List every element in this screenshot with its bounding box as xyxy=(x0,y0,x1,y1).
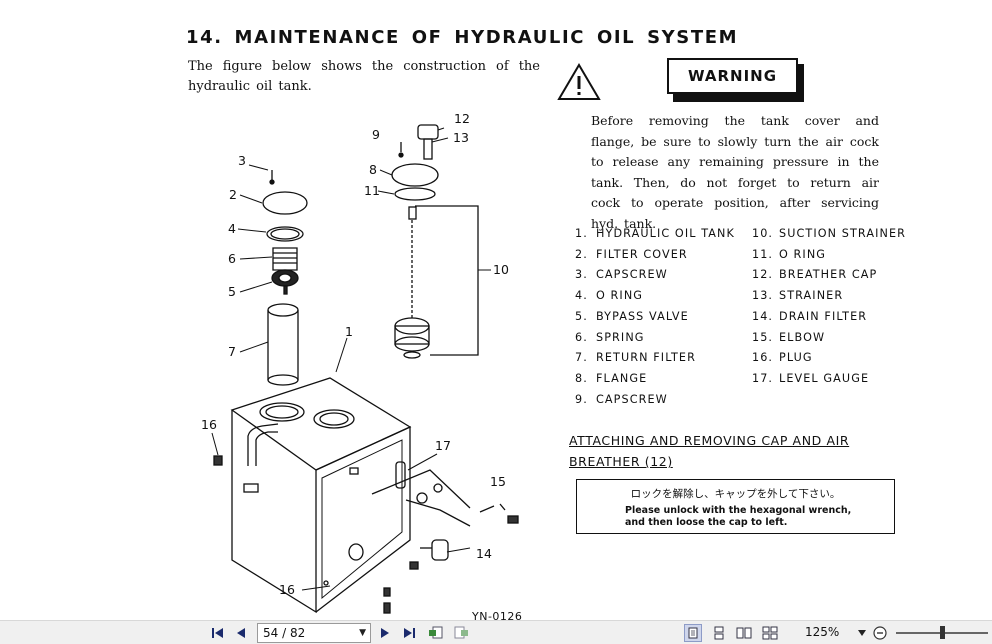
list-item: 1.HYDRAULIC OIL TANK xyxy=(575,227,735,240)
list-item: 4.O RING xyxy=(575,289,644,303)
callout-label: 9 xyxy=(372,127,380,142)
warning-label: WARNING xyxy=(667,58,804,102)
list-item: 3.CAPSCREW xyxy=(575,268,668,282)
callout-label: 12 xyxy=(454,111,470,126)
intro-paragraph: The figure below shows the construction … xyxy=(188,59,540,94)
list-item: 9.CAPSCREW xyxy=(575,392,668,406)
callout-label: 11 xyxy=(364,183,380,198)
callout-label: 4 xyxy=(228,221,236,236)
list-item: 5.BYPASS VALVE xyxy=(575,309,689,323)
zoom-dropdown-chevron-icon[interactable] xyxy=(855,624,869,642)
warning-triangle-icon xyxy=(557,63,601,100)
list-item: 10.SUCTION STRAINER xyxy=(752,227,906,240)
callout-label: 7 xyxy=(228,344,236,359)
callout-label: 13 xyxy=(453,130,469,145)
continuous-facing-view-icon[interactable] xyxy=(761,624,779,642)
continuous-view-icon[interactable] xyxy=(710,624,728,642)
page-heading: 14. MAINTENANCE OF HYDRAULIC OIL SYSTEM xyxy=(186,27,739,48)
callout-label: 3 xyxy=(238,153,246,168)
list-item: 2.FILTER COVER xyxy=(575,247,688,261)
zoom-level[interactable]: 125% xyxy=(805,625,840,639)
go-forward-icon[interactable] xyxy=(452,624,470,642)
first-page-icon[interactable] xyxy=(209,624,227,642)
go-back-icon[interactable] xyxy=(427,624,445,642)
callout-label: 5 xyxy=(228,284,236,299)
list-item: 7.RETURN FILTER xyxy=(575,351,696,365)
zoom-slider-thumb[interactable] xyxy=(940,626,945,639)
callout-label: 10 xyxy=(493,262,509,277)
previous-page-icon[interactable] xyxy=(232,624,250,642)
callout-label: 1 xyxy=(345,324,353,339)
instruction-label-japanese: ロックを解除し、キャップを外して下さい。 xyxy=(630,488,841,500)
callout-label: 15 xyxy=(490,474,506,489)
list-item: 17.LEVEL GAUGE xyxy=(752,371,870,385)
list-item: 14.DRAIN FILTER xyxy=(752,309,868,323)
instruction-label: ロックを解除し、キャップを外して下さい。 Please unlock with … xyxy=(576,479,895,534)
callout-label: 17 xyxy=(435,438,451,453)
callout-label: 2 xyxy=(229,187,237,202)
callout-label: 16 xyxy=(201,417,217,432)
last-page-icon[interactable] xyxy=(400,624,418,642)
hydraulic-tank-diagram: 1 2 3 4 5 6 7 8 9 10 11 12 13 14 15 16 1… xyxy=(201,111,519,614)
zoom-out-icon[interactable] xyxy=(871,624,889,642)
page-indicator: 54 / 82 xyxy=(263,626,306,640)
document-page: 14. MAINTENANCE OF HYDRAULIC OIL SYSTEM … xyxy=(186,27,906,623)
facing-view-icon[interactable] xyxy=(735,624,753,642)
chevron-down-icon: ▼ xyxy=(359,628,366,638)
list-item: 12.BREATHER CAP xyxy=(752,268,878,282)
warning-label-text: WARNING xyxy=(667,58,798,94)
list-item: 8.FLANGE xyxy=(575,371,648,385)
section-title: ATTACHING AND REMOVING CAP AND AIR BREAT… xyxy=(569,430,849,472)
next-page-icon[interactable] xyxy=(376,624,394,642)
list-item: 16.PLUG xyxy=(752,351,813,365)
page-number-select[interactable]: 54 / 82 ▼ xyxy=(257,623,371,643)
callout-label: 16 xyxy=(279,582,295,597)
list-item: 13.STRAINER xyxy=(752,289,844,303)
single-page-view-icon[interactable] xyxy=(684,624,702,642)
warning-text: Before removing the tank cover and flang… xyxy=(591,113,879,231)
callout-label: 8 xyxy=(369,162,377,177)
section-title-line: BREATHER (12) xyxy=(569,454,673,469)
callout-label: 6 xyxy=(228,251,236,266)
instruction-label-english: Please unlock with the hexagonal wrench,… xyxy=(625,505,852,528)
list-item: 6.SPRING xyxy=(575,330,645,344)
section-title-line: ATTACHING AND REMOVING CAP AND AIR xyxy=(569,433,850,448)
list-item: 11.O RING xyxy=(752,247,827,261)
list-item: 15.ELBOW xyxy=(752,330,826,344)
figure-id: YN-0126 xyxy=(472,610,523,623)
viewer-toolbar: 54 / 82 ▼ 125% xyxy=(0,620,992,644)
callout-label: 14 xyxy=(476,546,492,561)
